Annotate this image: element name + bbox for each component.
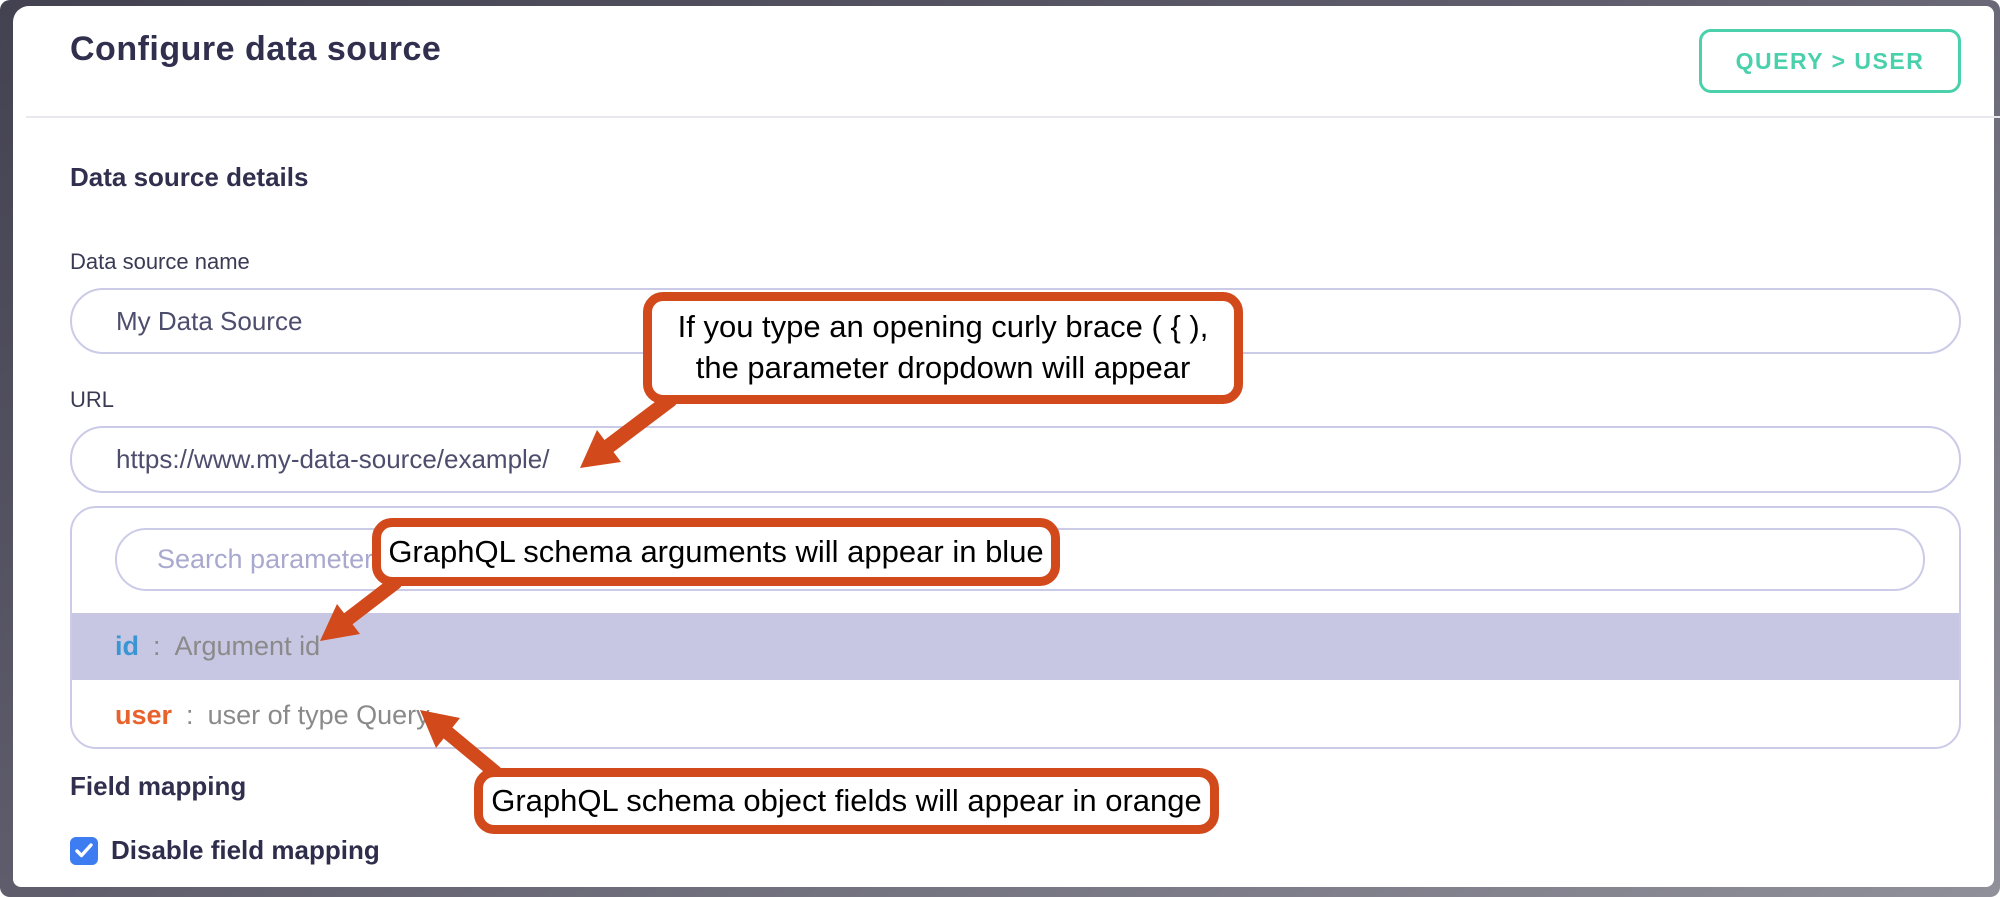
dropdown-item-user-description: user of type Query bbox=[207, 700, 430, 730]
dropdown-item-user[interactable]: user : user of type Query bbox=[72, 680, 1959, 747]
url-field-label: URL bbox=[70, 387, 115, 412]
checkbox-checked[interactable] bbox=[70, 836, 98, 865]
annotation-blue-arguments: GraphQL schema arguments will appear in … bbox=[372, 518, 1060, 586]
annotation-curly-brace-line1: If you type an opening curly brace ( { )… bbox=[677, 309, 1209, 345]
annotation-orange-fields: GraphQL schema object fields will appear… bbox=[474, 768, 1219, 834]
configure-data-source-dialog: Configure data source QUERY > USER Data … bbox=[13, 6, 2000, 887]
annotation-curly-brace: If you type an opening curly brace ( { )… bbox=[643, 292, 1243, 404]
url-field-input[interactable] bbox=[70, 426, 1961, 493]
dropdown-item-user-separator: : bbox=[186, 700, 194, 730]
query-user-badge[interactable]: QUERY > USER bbox=[1699, 29, 1961, 93]
section-heading-details: Data source details bbox=[70, 162, 309, 192]
dropdown-item-id-separator: : bbox=[153, 631, 161, 661]
header-divider bbox=[26, 116, 2000, 118]
dropdown-item-id-name: id bbox=[115, 631, 139, 661]
annotation-curly-brace-line2: the parameter dropdown will appear bbox=[695, 350, 1191, 385]
annotation-orange-fields-line1: GraphQL schema object fields will appear… bbox=[491, 782, 1202, 818]
annotation-blue-arguments-line1: GraphQL schema arguments will appear in … bbox=[388, 533, 1044, 569]
checkmark-icon bbox=[75, 843, 93, 858]
disable-field-mapping-row[interactable]: Disable field mapping bbox=[70, 835, 380, 866]
dropdown-item-id-description: Argument id bbox=[174, 631, 321, 661]
name-field-label: Data source name bbox=[70, 249, 250, 274]
dropdown-item-id[interactable]: id : Argument id bbox=[72, 613, 1959, 680]
disable-field-mapping-label: Disable field mapping bbox=[111, 835, 380, 865]
section-heading-field-mapping: Field mapping bbox=[70, 771, 247, 801]
dropdown-item-user-name: user bbox=[115, 700, 173, 730]
page-title: Configure data source bbox=[70, 30, 442, 68]
